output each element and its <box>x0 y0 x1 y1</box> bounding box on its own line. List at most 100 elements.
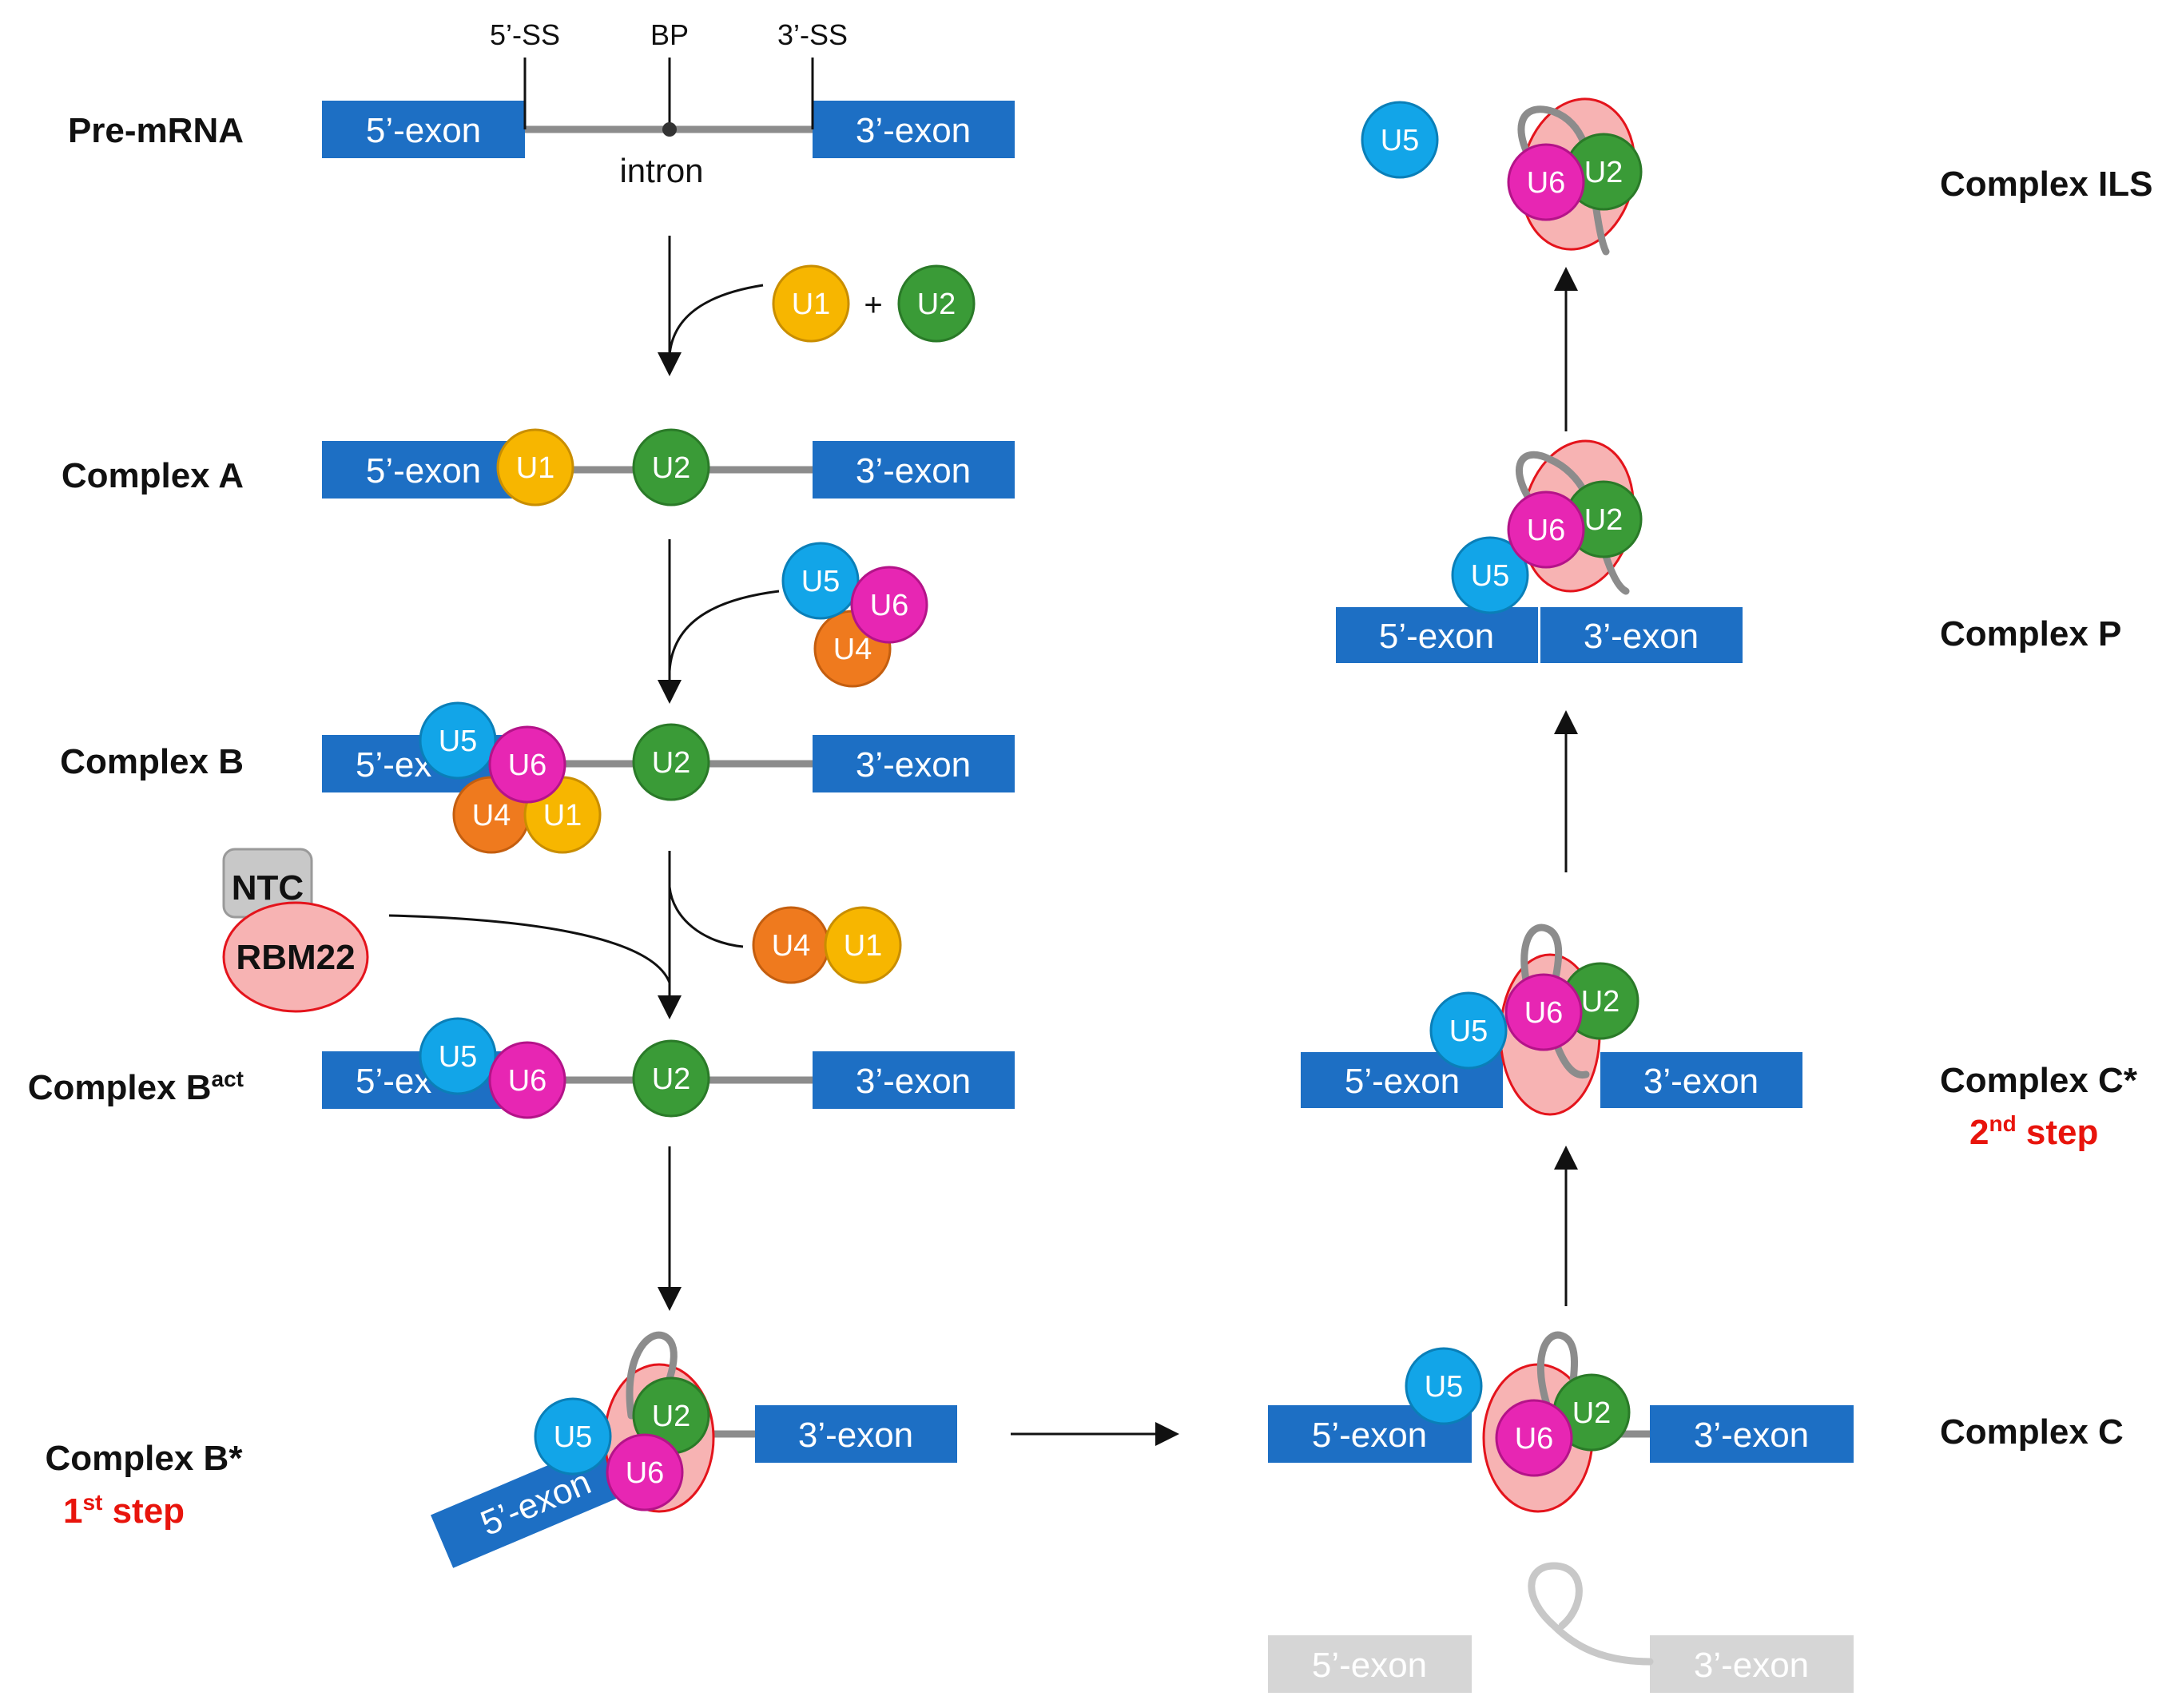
u2-snrnp <box>897 264 976 343</box>
complex-cstar-group: 5’-exon 3’-exon U2 U5 U6 <box>1301 924 1802 1116</box>
svg-text:U6: U6 <box>508 749 547 782</box>
u5-snrnp-released <box>1361 101 1439 179</box>
arrow-to-complex-a: U1 + U2 <box>658 236 976 376</box>
u2-snrnp <box>632 428 710 506</box>
svg-text:U6: U6 <box>1524 996 1564 1030</box>
u6-snrnp <box>1504 973 1583 1051</box>
svg-text:3’-exon: 3’-exon <box>856 451 971 491</box>
svg-text:U5: U5 <box>554 1420 593 1454</box>
intron-label: intron <box>619 152 703 189</box>
u5-snrnp <box>419 701 497 780</box>
svg-text:U5: U5 <box>439 725 478 758</box>
complex-ils-group: U5 U2 U6 <box>1361 97 1643 256</box>
label-complex-p: Complex P <box>1940 614 2121 653</box>
svg-text:3’-exon: 3’-exon <box>856 745 971 784</box>
svg-text:3’-exon: 3’-exon <box>1584 617 1699 656</box>
three-ss-label: 3’-SS <box>777 18 848 51</box>
ntc-rbm22-group: NTC RBM22 <box>222 848 369 1013</box>
u2-snrnp <box>632 1039 710 1118</box>
five-ss-label: 5’-SS <box>490 18 560 51</box>
arrow-to-complex-b: U4 U5 U6 <box>658 539 928 704</box>
exon-3 <box>813 735 1015 792</box>
svg-text:U2: U2 <box>652 1400 691 1433</box>
exon-5-label: 5’-exon <box>366 111 481 150</box>
u5-snrnp <box>419 1017 497 1095</box>
svg-text:U5: U5 <box>1471 559 1510 593</box>
svg-text:U2: U2 <box>917 288 956 321</box>
faded-exon-5 <box>1268 1635 1472 1693</box>
exon-3 <box>813 441 1015 498</box>
u6-snrnp <box>606 1433 684 1511</box>
svg-text:U6: U6 <box>626 1456 665 1490</box>
label-complex-bstar: Complex B* <box>46 1439 244 1478</box>
label-complex-bact: Complex Bact <box>28 1067 244 1107</box>
faded-products-group: 5’-exon 3’-exon <box>1268 1562 1854 1693</box>
complex-a-group: 5’-exon 3’-exon U1 U2 <box>322 428 1015 506</box>
u6-snrnp <box>1507 143 1585 221</box>
svg-text:U5: U5 <box>1449 1015 1488 1048</box>
svg-text:5’-exon: 5’-exon <box>1345 1062 1460 1101</box>
u6-snrnp <box>1507 491 1585 569</box>
svg-text:U5: U5 <box>1381 124 1420 157</box>
svg-text:5’-exon: 5’-exon <box>366 451 481 491</box>
label-complex-c: Complex C <box>1940 1412 2124 1452</box>
intron-lariat <box>1536 1331 1578 1418</box>
svg-text:U4: U4 <box>833 633 872 666</box>
svg-text:5’-ex: 5’-ex <box>356 1062 431 1101</box>
svg-text:U2: U2 <box>652 1063 691 1096</box>
label-pre-mrna: Pre-mRNA <box>68 111 244 150</box>
u5-snrnp <box>1429 991 1508 1070</box>
svg-text:U6: U6 <box>508 1064 547 1098</box>
exon-3 <box>813 101 1015 158</box>
exon-5 <box>1336 607 1538 663</box>
plus-sign: + <box>864 288 882 323</box>
svg-text:U6: U6 <box>1515 1422 1554 1456</box>
complex-bstar-group: 3’-exon 5’-exon U2 U5 U6 <box>431 1331 957 1568</box>
svg-text:5’-exon: 5’-exon <box>1312 1646 1427 1685</box>
svg-text:3’-exon: 3’-exon <box>856 1062 971 1101</box>
exon-3 <box>1650 1405 1854 1463</box>
svg-text:3’-exon: 3’-exon <box>1694 1416 1809 1455</box>
label-second-step: 2nd step <box>1969 1111 2098 1152</box>
arrow-to-complex-bact: U4 U1 <box>388 851 902 1019</box>
faded-exon-3 <box>1650 1635 1854 1693</box>
u5-snrnp <box>781 542 860 620</box>
svg-text:U4: U4 <box>772 929 811 963</box>
svg-text:U5: U5 <box>1425 1370 1464 1404</box>
u1-snrnp <box>824 906 902 984</box>
label-complex-ils: Complex ILS <box>1940 165 2153 204</box>
svg-text:3’-exon: 3’-exon <box>798 1416 913 1455</box>
u1-snrnp <box>772 264 850 343</box>
complex-bact-group: 5’-ex 3’-exon U5 U6 U2 <box>322 1017 1015 1119</box>
label-complex-a: Complex A <box>62 456 244 495</box>
intron-lariat <box>1516 451 1630 595</box>
svg-text:U2: U2 <box>652 746 691 780</box>
branch-point-dot <box>662 122 677 137</box>
rbm22-ellipse <box>222 901 369 1013</box>
exon-3-label: 3’-exon <box>856 111 971 150</box>
label-first-step: 1st step <box>63 1490 185 1531</box>
svg-text:3’-exon: 3’-exon <box>1643 1062 1759 1101</box>
exon-3 <box>755 1405 957 1463</box>
u6-snrnp <box>850 566 928 644</box>
u6-snrnp <box>1495 1399 1573 1477</box>
bp-label: BP <box>650 18 689 51</box>
u1-snrnp <box>496 428 574 506</box>
exon-5 <box>322 441 525 498</box>
svg-text:U5: U5 <box>439 1040 478 1074</box>
svg-text:U6: U6 <box>1527 166 1566 200</box>
complex-b-group: 5’-ex 3’-exon U4 U1 U5 U6 U2 <box>322 701 1015 854</box>
svg-text:U1: U1 <box>844 929 883 963</box>
svg-text:U5: U5 <box>801 565 841 598</box>
svg-text:3’-exon: 3’-exon <box>1694 1646 1809 1685</box>
svg-text:U1: U1 <box>516 451 555 485</box>
u6-snrnp <box>488 1041 566 1119</box>
svg-text:U2: U2 <box>1581 985 1620 1019</box>
intron-lariat <box>1517 105 1610 256</box>
svg-text:U6: U6 <box>1527 514 1566 547</box>
u2-snrnp <box>632 723 710 801</box>
u5-snrnp <box>1405 1347 1483 1425</box>
svg-text:U2: U2 <box>1584 156 1624 189</box>
u6-snrnp <box>488 725 566 804</box>
